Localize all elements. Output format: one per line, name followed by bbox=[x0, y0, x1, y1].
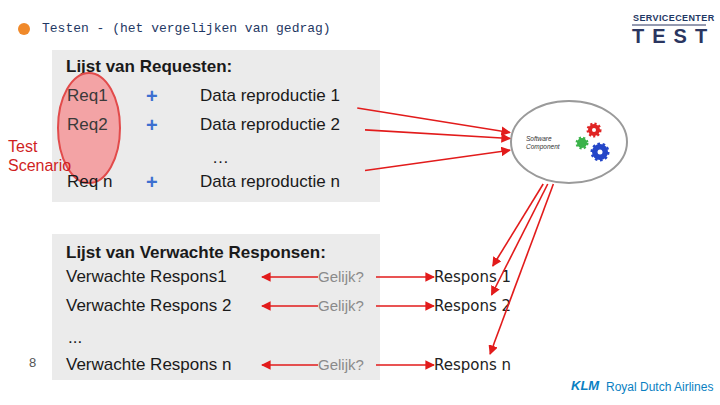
request-id: Req1 bbox=[67, 85, 121, 107]
airline-logo: KLM bbox=[571, 378, 599, 394]
connector-arrow bbox=[492, 184, 548, 295]
node-text: Gelijk? bbox=[318, 354, 376, 376]
connector-arrow bbox=[262, 276, 318, 278]
request-id: Req2 bbox=[67, 114, 121, 136]
ellipsis: … bbox=[212, 148, 229, 168]
expected-response: Verwachte Respons 2 bbox=[66, 294, 262, 318]
connector-arrow bbox=[365, 150, 510, 170]
actual-response: Respons 1 bbox=[434, 266, 538, 288]
node-text: Data reproductie n bbox=[200, 170, 365, 194]
logo-text: SERVICECENTER bbox=[633, 13, 715, 23]
software-component: Software Component bbox=[510, 100, 628, 184]
component-label: Software Component bbox=[526, 135, 566, 151]
request-data: Data reproductie n bbox=[200, 170, 365, 194]
actual-response: Respons n bbox=[434, 354, 538, 376]
logo-text: TEST bbox=[632, 25, 715, 48]
connector-arrow bbox=[262, 305, 318, 307]
connector-arrow bbox=[262, 364, 318, 366]
compare-check: Gelijk? bbox=[318, 295, 376, 317]
request-id: Req n bbox=[67, 170, 112, 194]
connector-arrow bbox=[357, 108, 510, 133]
node-text: Data reproductie 2 bbox=[200, 113, 365, 137]
node-text: Respons 1 bbox=[434, 266, 538, 288]
node-ellipse bbox=[511, 101, 627, 183]
connector-arrow bbox=[376, 276, 434, 278]
node-text: Gelijk? bbox=[318, 295, 376, 317]
slide-title: Testen - (het vergelijken van gedrag) bbox=[42, 20, 331, 38]
list-heading: Lijst van Requesten: bbox=[66, 56, 366, 78]
connector-arrow bbox=[493, 184, 543, 266]
plus-sign: + bbox=[146, 170, 158, 194]
expected-response: Verwachte Respons n bbox=[66, 353, 262, 377]
connector-arrow bbox=[376, 364, 434, 366]
node-text: Verwachte Respons1 bbox=[66, 265, 262, 289]
airline-logo: Royal Dutch Airlines bbox=[606, 379, 713, 395]
request-data: Data reproductie 1 bbox=[200, 84, 365, 108]
actual-response: Respons 2 bbox=[434, 295, 538, 317]
compare-check: Gelijk? bbox=[318, 266, 376, 288]
connector-arrow bbox=[490, 184, 553, 354]
compare-check: Gelijk? bbox=[318, 354, 376, 376]
connector-arrow bbox=[376, 305, 434, 307]
node-text: Verwachte Respons n bbox=[66, 353, 262, 377]
expected-response-box: Lijst van Verwachte Responsen:Verwachte … bbox=[52, 234, 380, 380]
node-text: Respons n bbox=[434, 354, 538, 376]
request-data: Data reproductie 2 bbox=[200, 113, 365, 137]
plus-sign: + bbox=[146, 113, 158, 137]
node-text: Verwachte Respons 2 bbox=[66, 294, 262, 318]
node-text: Data reproductie 1 bbox=[200, 84, 365, 108]
connector-arrow bbox=[365, 130, 510, 139]
scenario-label: Test Scenario bbox=[8, 137, 93, 175]
plus-sign: + bbox=[146, 84, 158, 108]
list-heading: Lijst van Verwachte Responsen: bbox=[66, 242, 376, 264]
node-text: Respons 2 bbox=[434, 295, 538, 317]
expected-response: Verwachte Respons1 bbox=[66, 265, 262, 289]
title-bullet bbox=[18, 23, 30, 35]
ellipsis: ... bbox=[68, 328, 82, 348]
node-text: Gelijk? bbox=[318, 266, 376, 288]
page-number: 8 bbox=[29, 355, 36, 371]
